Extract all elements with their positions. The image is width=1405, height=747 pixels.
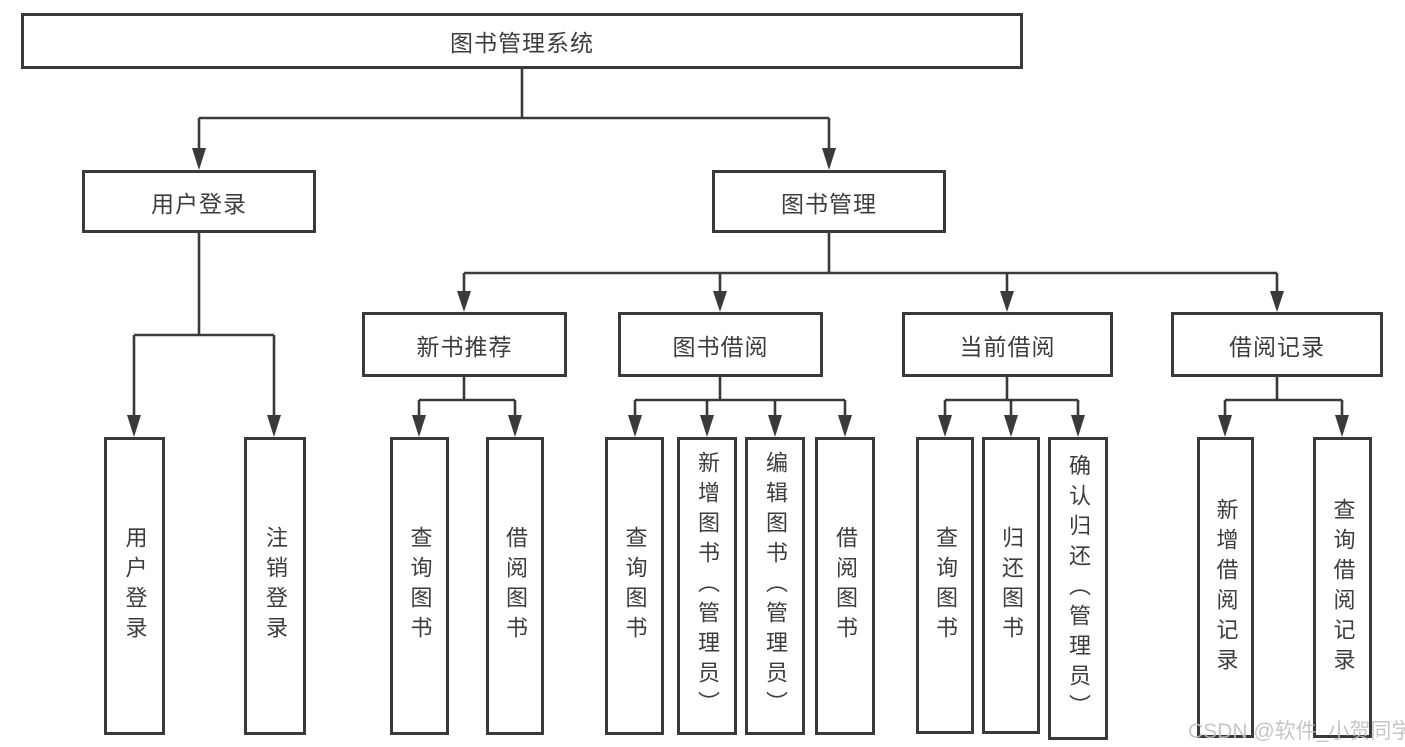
leaf-query-books-borrowing: 查询图书: [605, 437, 664, 735]
leaf-logout: 注销登录: [244, 437, 306, 735]
leaf-user-login: 用户登录: [104, 437, 165, 735]
leaf-edit-book-admin: 编辑图书（管理员）: [745, 437, 805, 735]
watermark: CSDN @软件_小贺同学: [1188, 720, 1405, 743]
node-current-borrowing: 当前借阅: [902, 312, 1113, 377]
leaf-add-borrow-record: 新增借阅记录: [1197, 437, 1254, 738]
leaf-add-book-admin: 新增图书（管理员）: [677, 437, 737, 735]
leaf-query-books-recommend: 查询图书: [390, 437, 449, 735]
node-label: 图书管理: [781, 190, 877, 217]
node-label: 图书管理系统: [450, 30, 594, 56]
node-label: 新增图书（管理员）: [695, 451, 720, 721]
node-label: 注销登录: [263, 526, 288, 646]
node-label: 查询图书: [407, 526, 433, 646]
node-label: 借阅图书: [503, 526, 528, 646]
leaf-query-books-current: 查询图书: [916, 437, 974, 734]
leaf-borrow-books: 借阅图书: [815, 437, 875, 735]
node-book-borrowing: 图书借阅: [618, 312, 823, 377]
leaf-query-borrow-record: 查询借阅记录: [1313, 437, 1372, 738]
node-label: 查询借阅记录: [1330, 497, 1356, 678]
leaf-return-book: 归还图书: [982, 437, 1040, 734]
node-label: 借阅记录: [1229, 333, 1325, 360]
node-library-system: 图书管理系统: [21, 13, 1023, 69]
node-label: 用户登录: [122, 526, 148, 646]
node-user-login: 用户登录: [82, 170, 316, 233]
node-label: 图书借阅: [672, 333, 769, 360]
tree-connector-lines: [132, 68, 1344, 416]
node-label: 当前借阅: [959, 333, 1056, 360]
node-label: 查询图书: [933, 525, 958, 646]
node-borrow-records: 借阅记录: [1171, 312, 1383, 377]
node-label: 新书推荐: [416, 333, 513, 360]
node-label: 查询图书: [622, 526, 648, 646]
leaf-borrow-books-recommend: 借阅图书: [486, 437, 544, 735]
node-new-book-recommend: 新书推荐: [362, 312, 567, 377]
node-label: 用户登录: [151, 190, 247, 217]
leaf-confirm-return-admin: 确认归还（管理员）: [1048, 437, 1108, 740]
node-label: 编辑图书（管理员）: [763, 451, 788, 721]
node-book-management: 图书管理: [712, 170, 946, 233]
node-label: 确认归还（管理员）: [1066, 453, 1091, 724]
node-label: 归还图书: [999, 525, 1024, 646]
node-label: 新增借阅记录: [1213, 497, 1239, 678]
node-label: 借阅图书: [833, 526, 858, 646]
